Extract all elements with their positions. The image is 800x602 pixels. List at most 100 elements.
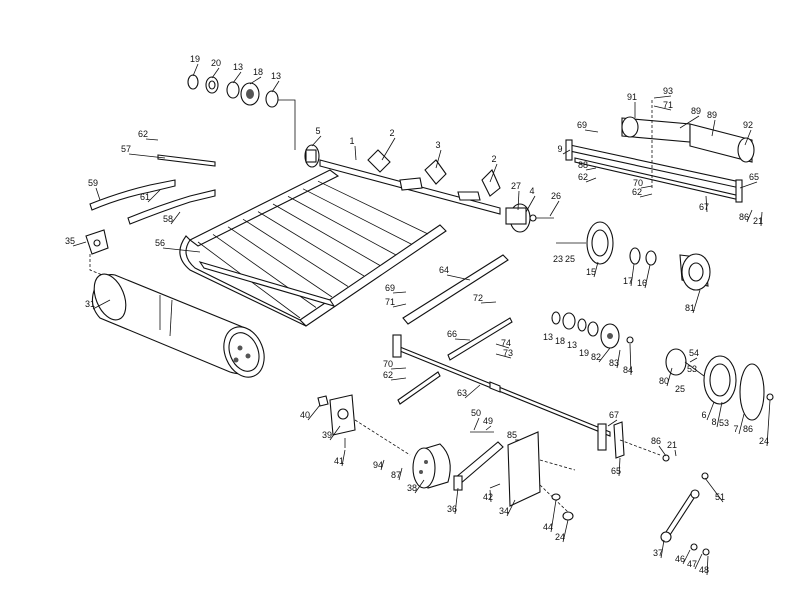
callout-c50: 50 bbox=[471, 408, 481, 418]
callout-c5: 5 bbox=[315, 126, 320, 136]
leader-c16 bbox=[644, 264, 651, 289]
leader-c62d bbox=[390, 377, 407, 381]
leader-c47 bbox=[694, 553, 703, 570]
leader-c2b bbox=[489, 163, 498, 183]
callout-c19b: 19 bbox=[579, 348, 589, 358]
leader-c17 bbox=[630, 263, 635, 287]
callout-c7: 7 bbox=[733, 424, 738, 434]
mount-plate-39 bbox=[317, 394, 411, 456]
callout-c25b: 25 bbox=[675, 384, 685, 394]
callout-c80: 80 bbox=[659, 376, 669, 386]
leader-c20 bbox=[211, 67, 220, 79]
callout-c51: 51 bbox=[715, 492, 725, 502]
callout-c85: 85 bbox=[507, 430, 517, 440]
leader-c56 bbox=[162, 247, 201, 253]
leader-c40 bbox=[307, 404, 321, 421]
leader-c74 bbox=[495, 343, 510, 349]
leader-c71a bbox=[653, 105, 672, 111]
callout-c35: 35 bbox=[65, 236, 75, 246]
callout-c83: 83 bbox=[609, 358, 619, 368]
leader-c27 bbox=[517, 190, 520, 211]
leader-c81 bbox=[692, 289, 701, 314]
strip-bars bbox=[397, 254, 513, 405]
leader-c5 bbox=[311, 135, 322, 147]
leader-c36 bbox=[454, 487, 459, 515]
lever-37 bbox=[660, 472, 710, 556]
callout-c41: 41 bbox=[334, 456, 344, 466]
callout-c82: 82 bbox=[591, 352, 601, 362]
callout-c53a: 53 bbox=[687, 364, 697, 374]
leader-c70a bbox=[640, 185, 653, 189]
leader-c37 bbox=[660, 539, 665, 559]
leader-c19a bbox=[192, 63, 199, 77]
callout-c38: 38 bbox=[407, 483, 417, 493]
pulley-group-lower-right bbox=[665, 348, 774, 421]
callout-c17: 17 bbox=[623, 276, 633, 286]
leader-c65a bbox=[739, 181, 758, 189]
callout-c91: 91 bbox=[627, 92, 637, 102]
callout-c37: 37 bbox=[653, 548, 663, 558]
leader-c69b bbox=[392, 291, 407, 294]
leader-c80 bbox=[666, 367, 673, 387]
callout-c15: 15 bbox=[586, 267, 596, 277]
leader-c86c bbox=[658, 445, 667, 457]
callout-c69a: 69 bbox=[577, 120, 587, 130]
leader-c3 bbox=[435, 149, 442, 169]
leader-c72 bbox=[480, 301, 497, 304]
callout-c13c: 13 bbox=[543, 332, 553, 342]
leader-c35 bbox=[72, 241, 87, 247]
leader-c44 bbox=[550, 499, 557, 533]
callout-c65b: 65 bbox=[611, 466, 621, 476]
callout-c65a: 65 bbox=[749, 172, 759, 182]
callout-c2b: 2 bbox=[491, 154, 496, 164]
callout-c16: 16 bbox=[637, 278, 647, 288]
callout-c87: 87 bbox=[391, 470, 401, 480]
callout-c47: 47 bbox=[687, 559, 697, 569]
callout-c31: 31 bbox=[85, 299, 95, 309]
leader-c89b bbox=[711, 119, 716, 137]
leader-c51 bbox=[704, 477, 724, 503]
leader-c89a bbox=[679, 115, 700, 129]
callout-c54: 54 bbox=[689, 348, 699, 358]
callout-c88: 88 bbox=[578, 160, 588, 170]
callout-c44: 44 bbox=[543, 522, 553, 532]
callout-c70b: 70 bbox=[383, 359, 393, 369]
leader-c18a bbox=[249, 76, 262, 85]
callout-c13a: 13 bbox=[233, 62, 243, 72]
callout-c26: 26 bbox=[551, 191, 561, 201]
callout-c8: 8 bbox=[711, 417, 716, 427]
callout-c63: 63 bbox=[457, 388, 467, 398]
leader-c39 bbox=[329, 425, 341, 441]
leader-c71b bbox=[392, 303, 407, 308]
callout-c67a: 67 bbox=[699, 202, 709, 212]
callout-c69b: 69 bbox=[385, 283, 395, 293]
hub-assembly bbox=[505, 203, 554, 233]
leader-c1 bbox=[354, 145, 357, 161]
leader-c54 bbox=[689, 357, 698, 363]
callout-c3: 3 bbox=[435, 140, 440, 150]
callout-c19a: 19 bbox=[190, 54, 200, 64]
long-shaft-63 bbox=[392, 334, 611, 451]
callout-c6: 6 bbox=[701, 410, 706, 420]
leader-c21b bbox=[674, 449, 677, 457]
leader-c73 bbox=[495, 353, 512, 359]
leader-c13a bbox=[232, 71, 242, 84]
leader-c94 bbox=[380, 459, 385, 471]
callout-c2a: 2 bbox=[389, 128, 394, 138]
leader-c62a bbox=[145, 138, 159, 141]
callout-c24a: 24 bbox=[759, 436, 769, 446]
slat-conveyor bbox=[179, 169, 447, 327]
callout-c13b: 13 bbox=[271, 71, 281, 81]
callout-c56: 56 bbox=[155, 238, 165, 248]
disc-38 bbox=[412, 443, 451, 489]
leader-c87 bbox=[398, 467, 403, 481]
leader-c69a bbox=[584, 129, 599, 133]
leader-c9 bbox=[562, 149, 571, 155]
callout-c46: 46 bbox=[675, 554, 685, 564]
callout-c58: 58 bbox=[163, 214, 173, 224]
callout-c57: 57 bbox=[121, 144, 131, 154]
callout-c67b: 67 bbox=[609, 410, 619, 420]
callout-c42: 42 bbox=[483, 492, 493, 502]
